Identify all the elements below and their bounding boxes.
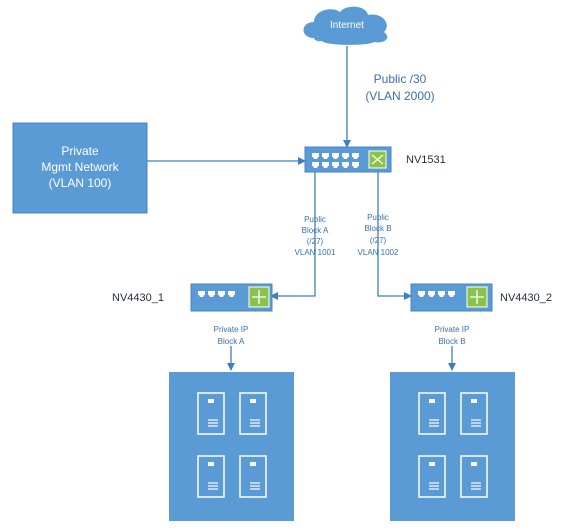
mgmt-label-line3: (VLAN 100) bbox=[49, 176, 112, 190]
mgmt-network-box: Private Mgmt Network (VLAN 100) bbox=[12, 122, 148, 214]
link-b-connector bbox=[377, 172, 412, 300]
server-rack-b bbox=[390, 372, 515, 521]
switch-1-sub1: Private IP bbox=[214, 325, 249, 334]
switch-1-icon bbox=[190, 283, 273, 312]
mgmt-label-line1: Private bbox=[61, 144, 99, 158]
link-a-connector bbox=[270, 172, 316, 300]
link-b-line2: Block B bbox=[364, 224, 391, 233]
switch-2-sub2: Block B bbox=[438, 337, 465, 346]
switch-2-name: NV4430_2 bbox=[500, 292, 552, 304]
internet-label: Internet bbox=[330, 20, 364, 31]
uplink-label-line1: Public /30 bbox=[374, 72, 427, 86]
uplink-label-line2: (VLAN 2000) bbox=[365, 89, 434, 103]
link-b-line3: (/27) bbox=[370, 236, 387, 245]
link-a-line3: (/27) bbox=[307, 237, 324, 246]
server-rack-a bbox=[169, 372, 294, 521]
switch-2-sub1: Private IP bbox=[435, 325, 470, 334]
internet-cloud-icon: Internet bbox=[303, 6, 388, 45]
switch-2-icon bbox=[410, 283, 493, 312]
switch-1-sub2: Block A bbox=[218, 337, 245, 346]
switch-1-name: NV4430_1 bbox=[112, 292, 164, 304]
link-b-line4: VLAN 1002 bbox=[358, 248, 399, 257]
link-a-line1: Public bbox=[304, 215, 326, 224]
mgmt-label-line2: Mgmt Network bbox=[41, 160, 119, 174]
core-switch-name: NV1531 bbox=[406, 154, 446, 166]
link-a-line2: Block A bbox=[302, 226, 329, 235]
link-a-line4: VLAN 1001 bbox=[295, 248, 336, 257]
core-switch-icon bbox=[304, 146, 392, 173]
link-b-line1: Public bbox=[367, 213, 389, 222]
